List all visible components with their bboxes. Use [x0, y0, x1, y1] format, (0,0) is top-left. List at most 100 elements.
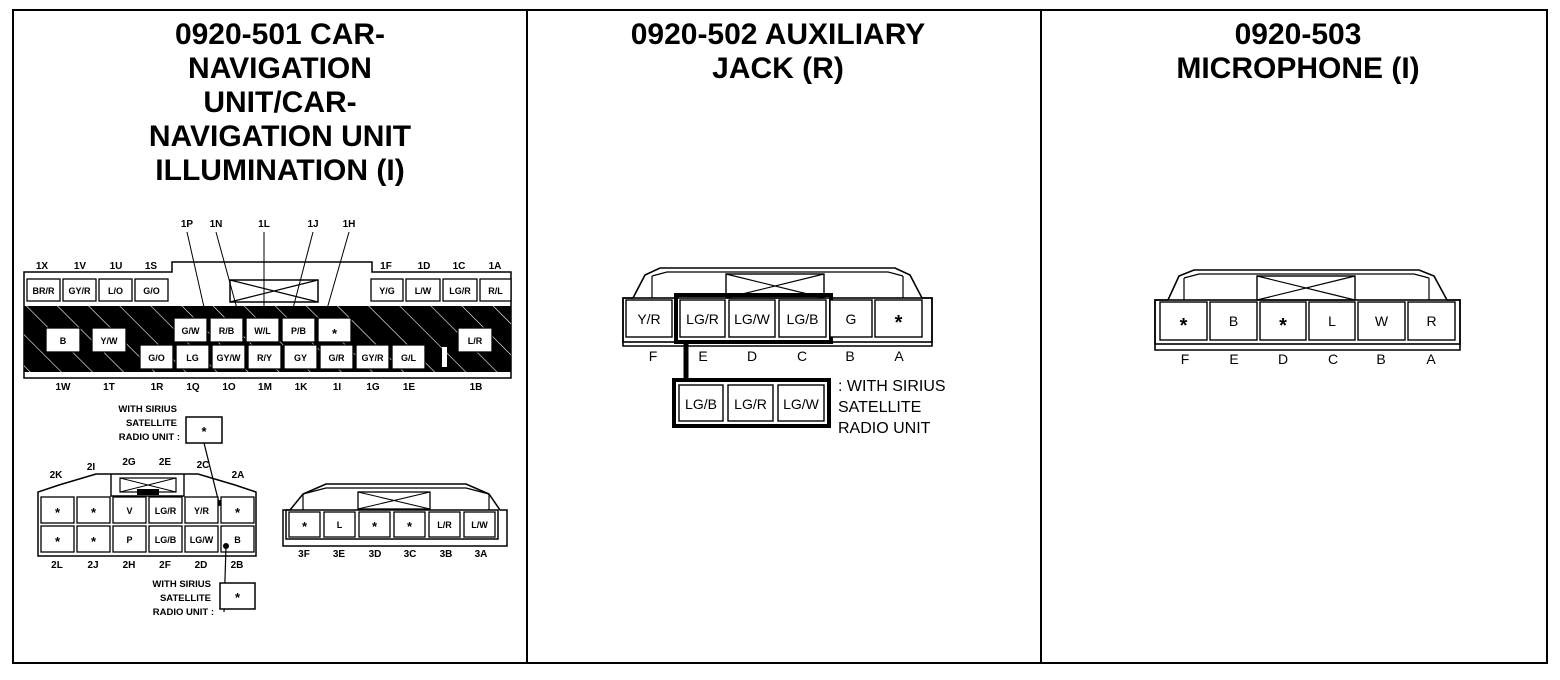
connector-1-latch-cross-b	[229, 279, 319, 303]
connector-3-hood	[302, 487, 490, 510]
cell-2G-label: V	[126, 506, 132, 516]
note-bottom-line-3: RADIO UNIT :	[153, 607, 214, 618]
mic-cell-A-label: R	[1426, 313, 1436, 329]
aux-cells: Y/R LG/R LG/W LG/B G *	[625, 299, 923, 338]
note-bottom-line-2: SATELLITE	[160, 593, 211, 604]
pin-label-1B: 1B	[470, 382, 483, 393]
mic-cell-E	[1209, 301, 1258, 341]
connector-2-row-1: * * V LG/R Y/R *	[40, 496, 255, 524]
pin-label-2A: 2A	[232, 470, 245, 481]
pin-label-2K: 2K	[50, 470, 64, 481]
mic-cell-A	[1407, 301, 1456, 341]
aux-alt-note: : WITH SIRIUS SATELLITE RADIO UNIT	[838, 378, 946, 437]
callout-line-1J	[290, 231, 314, 317]
connector-1-upper-row: G/W R/B W/L P/B *	[173, 317, 352, 343]
pin-label-3E: 3E	[333, 549, 346, 560]
cell-2L	[40, 525, 75, 553]
panel-auxiliary-jack: 0920-502 AUXILIARY JACK (R) Y/R LG/R LG/…	[622, 18, 946, 437]
cell-2F-label: LG/B	[155, 535, 177, 545]
cell-1O-label: GY/W	[217, 353, 242, 363]
pin-label-1S: 1S	[145, 261, 158, 272]
cell-2E-label: LG/R	[155, 506, 177, 516]
pin-label-2G: 2G	[122, 457, 136, 468]
mic-pin-label-C: C	[1328, 351, 1338, 367]
cell-2J	[76, 525, 111, 553]
cell-1V	[62, 278, 97, 302]
connector-1-latch	[229, 279, 319, 303]
cell-1I	[319, 344, 354, 370]
mic-connector-hood	[1183, 273, 1430, 300]
cell-2I	[76, 496, 111, 524]
connector-2-latch-cross-b	[119, 477, 177, 493]
connector-2-body	[37, 473, 257, 557]
auxiliary-jack-connector: Y/R LG/R LG/W LG/B G * F E D C B A	[622, 267, 946, 437]
pin-label-2D: 2D	[195, 560, 208, 571]
aux-cell-A-label: *	[895, 312, 903, 334]
pin-label-3C: 3C	[404, 549, 417, 560]
pin-label-2E: 2E	[159, 457, 172, 468]
cell-1T	[91, 327, 127, 353]
aux-cell-B-label: G	[846, 311, 857, 327]
cell-1D-label: L/W	[415, 286, 432, 296]
note-top-cell	[185, 416, 223, 444]
cell-1W-label: B	[60, 336, 67, 346]
note-top-line-3: RADIO UNIT :	[119, 432, 180, 443]
cell-3B	[428, 511, 461, 538]
aux-cell-F-label: Y/R	[637, 311, 660, 327]
pin-label-3D: 3D	[369, 549, 382, 560]
aux-alt-note-line-1: : WITH SIRIUS	[838, 378, 946, 395]
connector-1-callouts: 1P 1N 1L 1J 1H	[181, 219, 355, 317]
cell-1F	[370, 278, 404, 302]
cell-2D-label: LG/W	[190, 535, 214, 545]
pin-label-1O: 1O	[222, 382, 236, 393]
note-top-cell-label: *	[201, 424, 207, 439]
panel-3-title-line-2: MICROPHONE (I)	[1176, 52, 1419, 85]
mic-cell-C-label: L	[1328, 313, 1336, 329]
cell-1A-label: R/L	[488, 286, 503, 296]
cell-1O	[211, 344, 246, 370]
pin-label-1I: 1I	[333, 382, 342, 393]
connector-3-frame	[285, 509, 499, 540]
pin-label-1K: 1K	[295, 382, 309, 393]
cell-3E-label: L	[337, 520, 343, 530]
cell-2C	[184, 496, 219, 524]
cell-1A	[479, 278, 512, 302]
callout-line-1H	[324, 231, 350, 317]
panel-1-title-line-2: NAVIGATION	[188, 52, 372, 85]
connector-2-top-labels: 2K 2I 2G 2E 2C 2A	[50, 457, 245, 481]
cell-1S	[134, 278, 169, 302]
connector-1-lower-row: G/O LG GY/W R/Y GY G/R GY/R G/L	[139, 344, 426, 370]
mic-pin-label-B: B	[1376, 351, 1385, 367]
cell-3A	[463, 511, 496, 538]
cell-1X-label: BR/R	[33, 286, 55, 296]
aux-alt-frame	[672, 378, 831, 428]
cell-1J	[281, 317, 316, 343]
pin-label-1C: 1C	[453, 261, 466, 272]
cell-3D	[358, 511, 391, 538]
cell-2K	[40, 496, 75, 524]
callout-line-1P	[186, 231, 207, 317]
mic-cell-F	[1159, 301, 1208, 341]
connector-2-row-2: * * P LG/B LG/W B	[40, 525, 255, 553]
cell-1D	[405, 278, 441, 302]
cell-1L	[245, 317, 280, 343]
cell-1N-label: R/B	[219, 326, 235, 336]
cell-1P	[173, 317, 208, 343]
pin-label-1Q: 1Q	[186, 382, 200, 393]
panel-1-title-line-5: ILLUMINATION (I)	[155, 154, 404, 187]
cell-1H	[317, 317, 352, 343]
cell-1L-label: W/L	[254, 326, 271, 336]
connector-1-top-left-labels: 1X 1V 1U 1S	[36, 261, 158, 272]
pin-label-1P: 1P	[181, 219, 194, 230]
cell-1J-label: P/B	[291, 326, 307, 336]
pin-label-2L: 2L	[51, 560, 63, 571]
connector-2-latch-mark	[137, 489, 159, 495]
panel-microphone: 0920-503 MICROPHONE (I) * B * L W R	[1154, 18, 1461, 367]
cell-3D-label: *	[372, 519, 378, 534]
note-bottom-cell-label: *	[235, 590, 241, 605]
mic-pin-label-F: F	[1181, 351, 1190, 367]
pin-label-2F: 2F	[159, 560, 171, 571]
aux-cell-C-label: LG/B	[787, 311, 819, 327]
pin-label-2H: 2H	[123, 560, 136, 571]
connector-2-latch	[110, 474, 185, 497]
